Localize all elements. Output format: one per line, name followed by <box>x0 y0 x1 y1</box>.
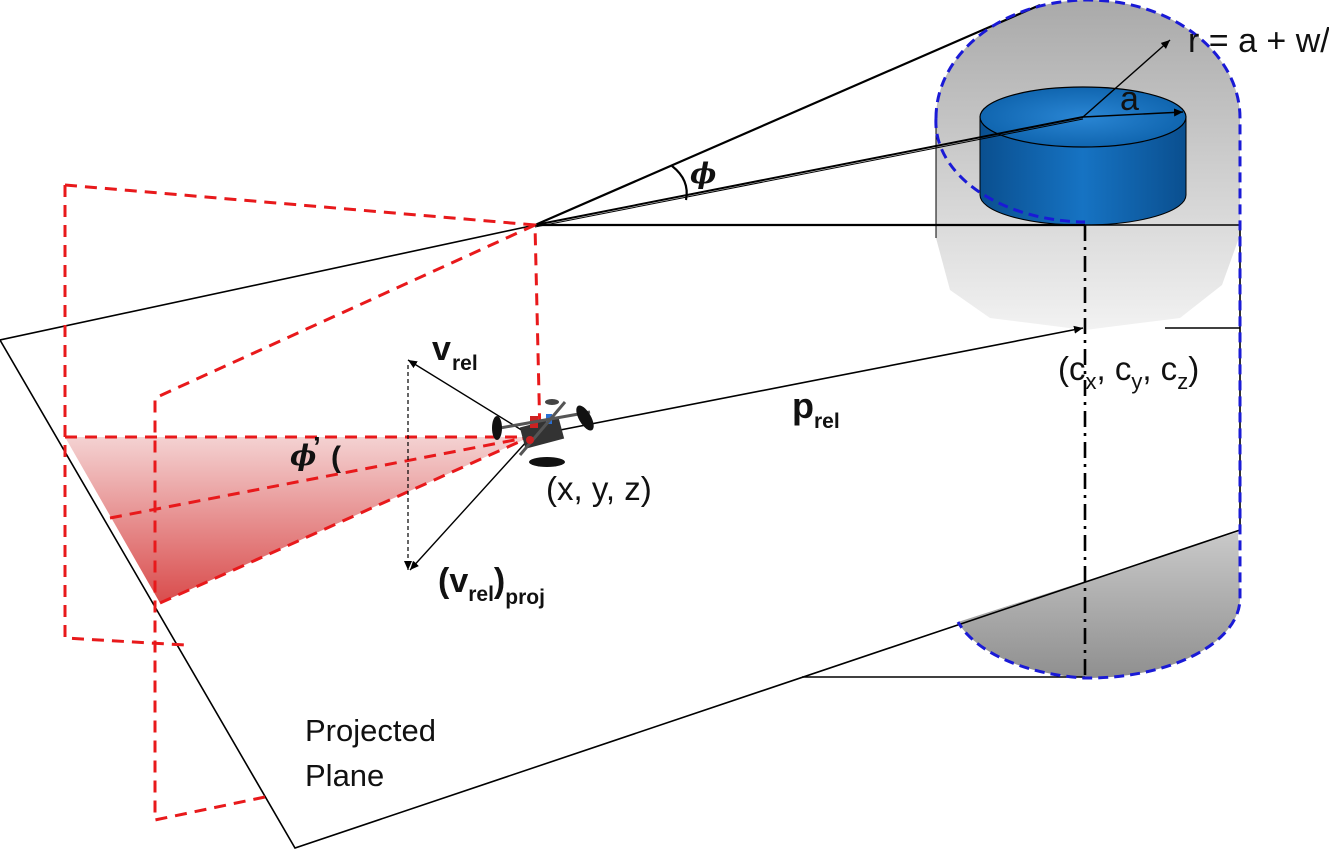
cylinder-lower-body <box>958 532 1240 679</box>
vproj-sub1: rel <box>468 583 494 606</box>
vproj-sub2: proj <box>505 586 545 609</box>
v-rel-proj-label: (vrel)proj <box>438 562 545 609</box>
plane-label-line2: Plane <box>305 758 384 793</box>
cone-region <box>65 437 530 603</box>
vproj-open: (v <box>438 562 468 600</box>
center-y-sub: y <box>1131 369 1142 394</box>
v-rel-proj-arrow <box>409 439 529 571</box>
red-dashed-frames <box>63 183 542 822</box>
obstacle-side <box>980 117 1186 225</box>
tangent-line-upper <box>534 3 1041 227</box>
plane-label-line1: Projected <box>305 713 436 748</box>
radius-label: r = a + w/2 <box>1188 22 1329 60</box>
center-sep1: , c <box>1097 350 1132 387</box>
svg-text:(cx, cy, cz): (cx, cy, cz) <box>1058 350 1199 394</box>
center-x-sub: x <box>1086 369 1097 394</box>
phi-arc <box>671 165 688 201</box>
vproj-close: ) <box>494 562 505 600</box>
p-rel-label: p <box>792 385 814 426</box>
center-z-sub: z <box>1177 369 1188 394</box>
projected-plane <box>0 224 1241 849</box>
center-close: ) <box>1188 350 1199 387</box>
radius-arrow-a <box>1082 108 1184 118</box>
quadrotor-icon <box>492 399 594 467</box>
v-rel-arrow <box>407 359 529 435</box>
p-rel-subscript: rel <box>814 410 840 433</box>
center-coordinate-label: (cx, cy, cz) <box>1058 350 1199 394</box>
drone-position-label: (x, y, z) <box>546 470 652 507</box>
radius-arrow-r <box>1082 39 1171 118</box>
phi-prime-mark: ’ <box>313 431 321 462</box>
center-open: (c <box>1058 350 1086 387</box>
center-sep2: , c <box>1142 350 1177 387</box>
phi-prime-arc: ( <box>331 441 341 474</box>
phi-label: ϕ <box>690 157 716 190</box>
tangent-line-center-2 <box>534 118 1084 228</box>
inner-radius-label: a <box>1120 80 1139 118</box>
phi-prime-label: ϕ <box>290 439 316 472</box>
cylinder-dashed-outline <box>934 0 1242 680</box>
v-rel-subscript: rel <box>452 352 478 375</box>
tangent-line-center-1 <box>534 116 1084 226</box>
v-rel-label: v <box>432 330 451 368</box>
svg-text:(vrel)proj: (vrel)proj <box>438 562 545 609</box>
p-rel-arrow <box>549 325 1084 433</box>
